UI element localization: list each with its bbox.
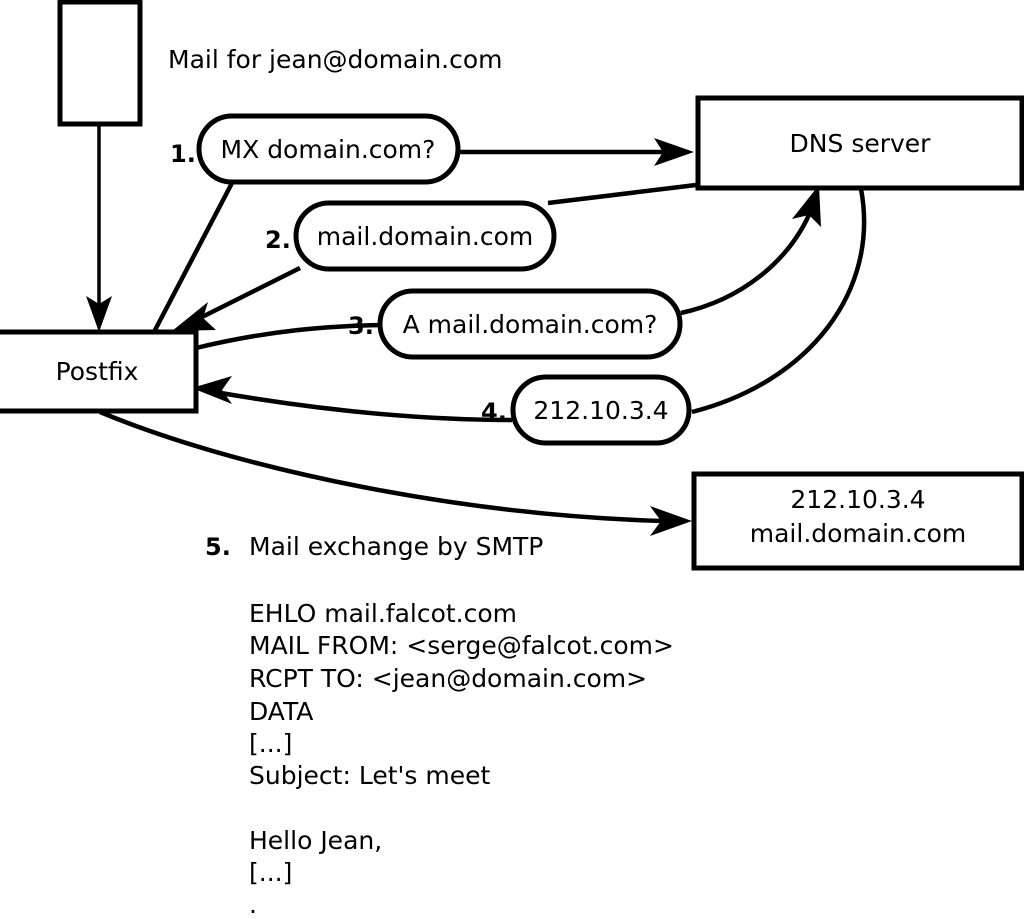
dns-server-box: [695, 95, 1024, 191]
smtp-line-9: [...]: [249, 858, 292, 887]
step-number-2: 2.: [265, 226, 291, 254]
step-number-5: 5.: [205, 533, 231, 561]
bubble-label-step-4: 212.10.3.4: [533, 396, 668, 425]
mail-server-ip: 212.10.3.4: [790, 485, 925, 514]
bubble-label-step-3: A mail.domain.com?: [403, 310, 658, 339]
smtp-line-4: DATA: [249, 697, 313, 726]
smtp-line-1: EHLO mail.falcot.com: [249, 599, 517, 628]
edge-step4-dns-to-postfix: [192, 188, 867, 423]
edge-step1-postfix-to-dns: [152, 138, 694, 334]
dns-server-label: DNS server: [790, 129, 932, 158]
smtp-line-10: .: [249, 890, 257, 919]
message-bubble-step-3: A mail.domain.com?: [377, 288, 683, 360]
smtp-line-2: MAIL FROM: <serge@falcot.com>: [249, 631, 674, 660]
edge-step3-postfix-to-dns: [195, 185, 821, 351]
step-number-4: 4.: [481, 398, 507, 426]
source-box: [57, 0, 143, 127]
smtp-line-3: RCPT TO: <jean@domain.com>: [249, 664, 647, 693]
smtp-line-5: [...]: [249, 729, 292, 758]
message-bubble-step-1: MX domain.com?: [196, 113, 461, 185]
postfix-box: [0, 329, 199, 414]
smtp-line-6: Subject: Let's meet: [249, 761, 490, 790]
bubble-label-step-1: MX domain.com?: [221, 135, 436, 164]
edge-step2-dns-to-postfix: [172, 182, 697, 331]
mail-for-heading: Mail for jean@domain.com: [168, 45, 503, 74]
edge-source-to-postfix: [86, 124, 112, 332]
mail-server-box: [691, 471, 1024, 571]
message-bubble-step-2: mail.domain.com: [293, 200, 557, 272]
postfix-label: Postfix: [56, 357, 139, 386]
step-5-label: Mail exchange by SMTP: [249, 532, 543, 561]
mail-server-hostname: mail.domain.com: [750, 519, 966, 548]
step-number-3: 3.: [348, 312, 374, 340]
step-number-1: 1.: [170, 140, 196, 168]
edge-step5-postfix-to-mailserver: [99, 409, 692, 536]
smtp-line-8: Hello Jean,: [249, 826, 382, 855]
message-bubble-step-4: 212.10.3.4: [510, 374, 692, 446]
bubble-label-step-2: mail.domain.com: [317, 222, 533, 251]
